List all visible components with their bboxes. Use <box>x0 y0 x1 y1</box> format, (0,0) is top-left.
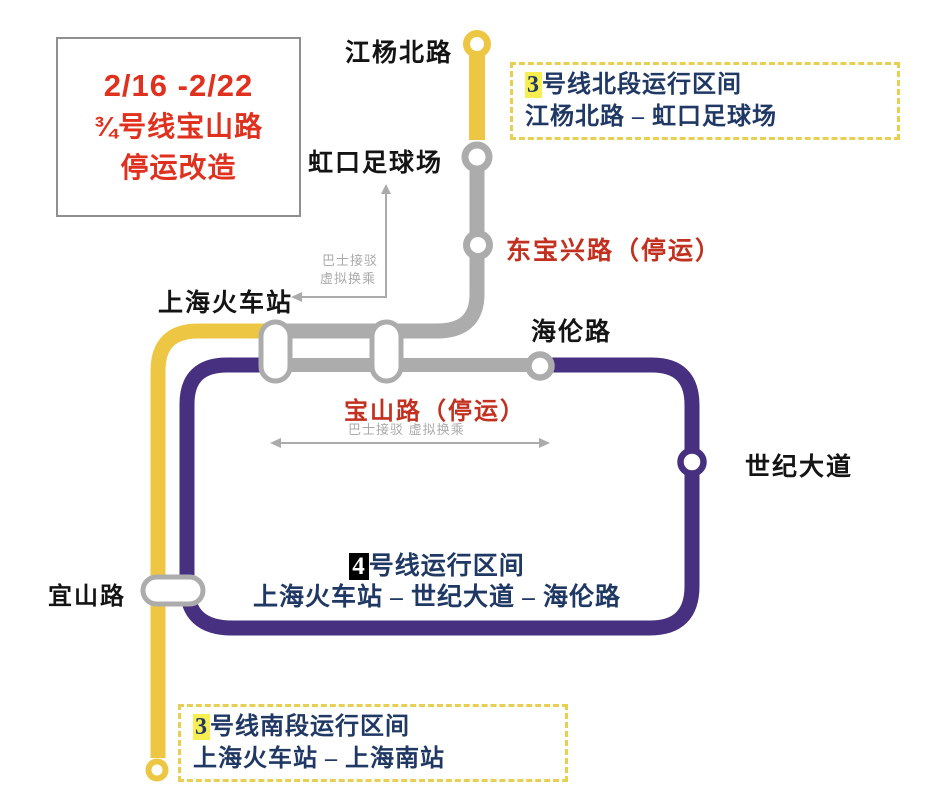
arrow-right-icon <box>539 438 550 448</box>
station-label-jiangyangbeilu: 江杨北路 <box>345 40 454 67</box>
station-marker-jiangyangbeilu <box>463 30 491 58</box>
info-box-line3-south-title: 3号线南段运行区间 <box>193 711 553 743</box>
title-line2: ¾号线宝山路 <box>93 111 264 142</box>
line3-badge: 3 <box>525 72 542 98</box>
line3-badge: 3 <box>193 714 210 740</box>
line4-running-loop <box>179 357 700 636</box>
station-label-yishanlu: 宜山路 <box>48 584 126 610</box>
title-date-range: 2/16 -2/22 <box>103 68 254 103</box>
station-label-hailunlu: 海伦路 <box>531 319 613 346</box>
interchange-marker-baoshanlu <box>369 319 404 384</box>
interchange-marker-shanghai-railway <box>258 319 293 384</box>
info-box-line3-north-title: 3号线北段运行区间 <box>525 69 885 101</box>
arrow-up-icon <box>381 184 391 194</box>
station-marker-hongkou-stadium <box>461 141 493 173</box>
shuttle-note-vertical-line1: 巴士接驳 <box>322 253 379 268</box>
arrow-left-icon <box>291 292 302 302</box>
station-label-shanghai-railway: 上海火车站 <box>158 290 294 317</box>
title-box: 2/16 -2/22 ¾号线宝山路 停运改造 <box>56 37 301 217</box>
line3-suspended-segment <box>264 152 485 339</box>
station-label-shiji-dadao: 世纪大道 <box>745 454 854 481</box>
shuttle-arrow-horizontal <box>270 438 550 448</box>
station-marker-dongbaoxinglu <box>463 230 493 260</box>
shuttle-note-horizontal: 巴士接驳 虚拟换乘 <box>348 422 465 437</box>
line4-badge: 4 <box>349 553 369 580</box>
shuttle-note-vertical-line2: 虚拟换乘 <box>320 271 377 286</box>
info-line4-range: 上海火车站 – 世纪大道 – 海伦路 <box>252 584 621 611</box>
interchange-marker-yishanlu <box>140 574 206 607</box>
info-box-line3-south-title-text: 号线南段运行区间 <box>210 714 410 740</box>
arrow-left-icon <box>270 438 281 448</box>
info-box-line3-south-range: 上海火车站 – 上海南站 <box>193 746 445 772</box>
info-box-line3-north-range: 江杨北路 – 虹口足球场 <box>525 104 777 130</box>
station-label-hongkou-stadium: 虹口足球场 <box>308 150 444 177</box>
station-marker-shanghai-south-terminus <box>145 758 169 782</box>
shuttle-arrow-vertical <box>291 184 391 302</box>
info-box-line3-south: 3号线南段运行区间 上海火车站 – 上海南站 <box>178 704 568 782</box>
station-label-baoshanlu-suspended: 宝山路（停运） <box>344 399 526 425</box>
station-label-dongbaoxinglu-suspended: 东宝兴路（停运） <box>506 238 723 265</box>
station-marker-hailunlu <box>525 351 555 381</box>
station-marker-shiji-dadao <box>677 447 707 477</box>
info-box-line3-north-title-text: 号线北段运行区间 <box>542 72 742 98</box>
line3-south-segment <box>150 323 264 758</box>
title-line3: 停运改造 <box>120 152 237 183</box>
info-line4-title-text: 号线运行区间 <box>368 553 525 580</box>
shuttle-arrow-l-path <box>296 188 387 298</box>
info-box-line3-north: 3号线北段运行区间 江杨北路 – 虹口足球场 <box>510 62 900 140</box>
